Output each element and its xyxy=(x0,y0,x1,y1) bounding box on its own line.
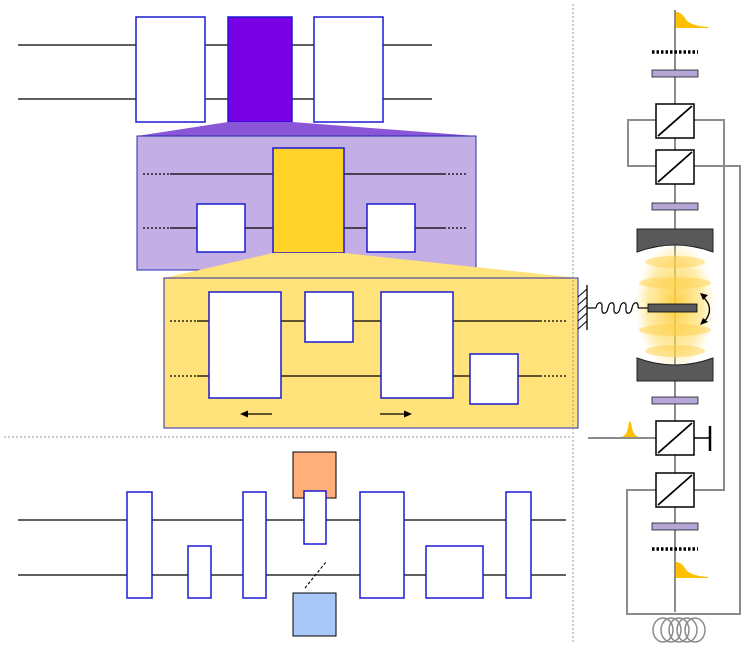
bottom-gate-2 xyxy=(187,545,212,599)
level1-gate-right xyxy=(366,203,416,253)
waveplate-lower xyxy=(651,396,699,405)
cavity-mirror-top xyxy=(636,228,714,253)
fiber-coil-icon xyxy=(652,617,706,643)
level1-gate-left xyxy=(196,203,246,253)
detector-blue xyxy=(292,592,337,637)
bottom-gate-5 xyxy=(359,491,405,599)
fiber-loop-upper xyxy=(627,119,668,167)
level2-panel xyxy=(163,277,579,429)
membrane xyxy=(647,303,698,313)
wall-hatch-icon xyxy=(577,285,588,330)
fiber-loop-lower xyxy=(626,165,741,615)
waveplate-top xyxy=(651,69,699,78)
bottom-gate-3 xyxy=(242,491,267,599)
bottom-gate-6 xyxy=(425,545,484,599)
beam-splitter-icon xyxy=(655,149,695,185)
waveplate-bottom xyxy=(651,522,699,531)
fiber-loop-outer xyxy=(682,119,725,491)
rotation-arrow-icon xyxy=(700,293,711,325)
level2-gate-d xyxy=(469,353,519,405)
level2-gate-b xyxy=(304,291,354,343)
beam-splitter-icon xyxy=(655,420,695,456)
optical-setup xyxy=(577,10,741,643)
bottom-gate-1 xyxy=(126,491,153,599)
cavity-mode-fringes xyxy=(639,256,711,357)
level2-gate-c xyxy=(380,291,454,399)
bottom-circuit xyxy=(18,451,566,637)
zoom-wedge-yellow xyxy=(164,253,578,278)
beam-splitter-icon xyxy=(655,103,695,139)
top-gate-left xyxy=(135,16,206,123)
beam-splitter-icon xyxy=(655,472,695,508)
waveplate-upper xyxy=(651,202,699,211)
pulse-icon xyxy=(676,12,708,28)
top-gate-right xyxy=(313,16,384,123)
pulse-icon xyxy=(676,562,708,578)
spring-icon xyxy=(587,302,648,314)
top-circuit xyxy=(18,16,432,123)
measurement-slash xyxy=(304,561,327,589)
arrow-right-icon xyxy=(380,410,412,418)
level1-gate-highlight xyxy=(272,147,345,254)
top-gate-highlight xyxy=(227,16,293,123)
level1-panel xyxy=(136,135,477,271)
bottom-gate-4 xyxy=(303,490,327,545)
pulse-icon xyxy=(620,421,640,437)
cavity-mirror-bottom xyxy=(636,357,714,382)
arrow-left-icon xyxy=(240,410,272,418)
bottom-gate-7 xyxy=(505,491,532,599)
zoom-wedge-purple xyxy=(137,122,476,136)
level2-gate-a xyxy=(208,291,282,399)
